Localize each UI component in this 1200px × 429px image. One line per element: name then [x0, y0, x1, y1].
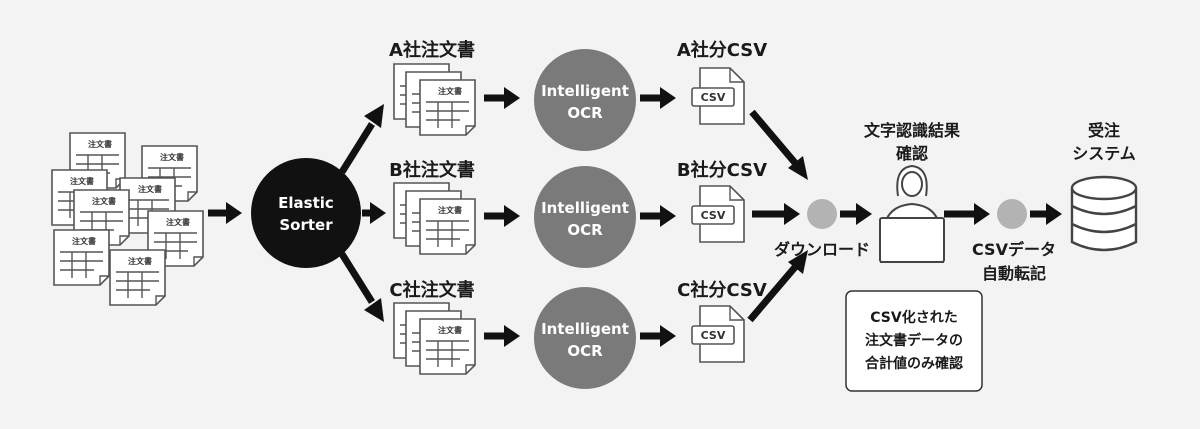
arrow-ocr-to-csv-a	[640, 87, 676, 109]
check-label-line2: 確認	[896, 144, 928, 163]
check-label-line1: 文字認識結果	[864, 121, 960, 140]
transfer-label-line2: 自動転記	[982, 264, 1046, 283]
doc-title: 注文書	[160, 152, 184, 162]
database-icon	[1070, 175, 1138, 252]
doc-title: 注文書	[72, 236, 96, 246]
arrow-to-sorter	[208, 202, 242, 224]
branch-c-docs-icon: 注文書	[393, 302, 476, 375]
system-label-line1: 受注	[1088, 121, 1120, 140]
arrow-csv-c-to-download	[747, 250, 808, 323]
ocr-a-line2: OCR	[567, 104, 603, 122]
doc-title: 注文書	[438, 205, 462, 215]
sorter-line1: Elastic	[278, 194, 334, 212]
ocr-b-line2: OCR	[567, 221, 603, 239]
arrow-a-to-ocr	[484, 87, 520, 109]
branch-b-csv-label: B社分CSV	[677, 159, 767, 181]
ocr-c-line2: OCR	[567, 342, 603, 360]
download-label: ダウンロード	[774, 240, 870, 259]
arrow-sorter-to-a	[339, 104, 384, 174]
arrow-sorter-to-b	[362, 202, 386, 224]
doc-title: 注文書	[166, 217, 190, 227]
arrow-ocr-to-csv-b	[640, 205, 676, 227]
note-line1: CSV化された	[870, 309, 957, 326]
note-box: CSV化された 注文書データの 合計値のみ確認	[845, 290, 983, 392]
ocr-a-line1: Intelligent	[541, 82, 629, 100]
branch-b-docs-icon: 注文書	[393, 182, 476, 255]
arrow-download-to-check	[840, 203, 872, 225]
sorter-line2: Sorter	[279, 216, 333, 234]
branch-a-docs-icon: 注文書	[393, 63, 476, 136]
arrow-sorter-to-c	[339, 252, 384, 322]
csv-badge-a: CSV	[701, 91, 726, 104]
branch-c-doc-label: C社注文書	[389, 279, 474, 301]
arrow-b-to-ocr	[484, 205, 520, 227]
note-line2: 注文書データの	[865, 332, 963, 349]
arrow-transfer-to-system	[1030, 203, 1062, 225]
ocr-node-b: Intelligent OCR	[534, 166, 636, 268]
elastic-sorter-node: Elastic Sorter	[251, 158, 361, 268]
branch-a-doc-label: A社注文書	[389, 39, 475, 61]
arrow-check-to-transfer	[944, 203, 990, 225]
doc-title: 注文書	[92, 196, 116, 206]
arrow-csv-b-to-download	[752, 203, 800, 225]
download-dot	[807, 199, 837, 229]
doc-title: 注文書	[128, 256, 152, 266]
transfer-label-line1: CSVデータ	[972, 240, 1056, 259]
arrow-c-to-ocr	[484, 325, 520, 347]
ocr-node-a: Intelligent OCR	[534, 49, 636, 151]
csv-badge-b: CSV	[701, 209, 726, 222]
csv-file-icon-c: CSV	[691, 305, 745, 363]
csv-badge-c: CSV	[701, 329, 726, 342]
ocr-b-line1: Intelligent	[541, 199, 629, 217]
doc-title: 注文書	[438, 86, 462, 96]
doc-title: 注文書	[88, 139, 112, 149]
transfer-dot	[997, 199, 1027, 229]
arrow-ocr-to-csv-c	[640, 325, 676, 347]
ocr-c-line1: Intelligent	[541, 320, 629, 338]
csv-file-icon-a: CSV	[691, 67, 745, 125]
branch-c-csv-label: C社分CSV	[677, 279, 767, 301]
branch-b-doc-label: B社注文書	[389, 159, 475, 181]
arrow-csv-a-to-download	[749, 109, 808, 180]
ocr-node-c: Intelligent OCR	[534, 287, 636, 389]
operator-icon	[879, 164, 945, 263]
csv-file-icon-b: CSV	[691, 185, 745, 243]
system-label-line2: システム	[1072, 144, 1136, 163]
document-pile-icon: 注文書 注文書 注文書 注文書 注文書 注文書 注文書 注文書	[51, 132, 204, 306]
doc-title: 注文書	[70, 176, 94, 186]
branch-a-csv-label: A社分CSV	[677, 39, 767, 61]
note-line3: 合計値のみ確認	[865, 355, 963, 372]
doc-title: 注文書	[138, 184, 162, 194]
doc-title: 注文書	[438, 325, 462, 335]
